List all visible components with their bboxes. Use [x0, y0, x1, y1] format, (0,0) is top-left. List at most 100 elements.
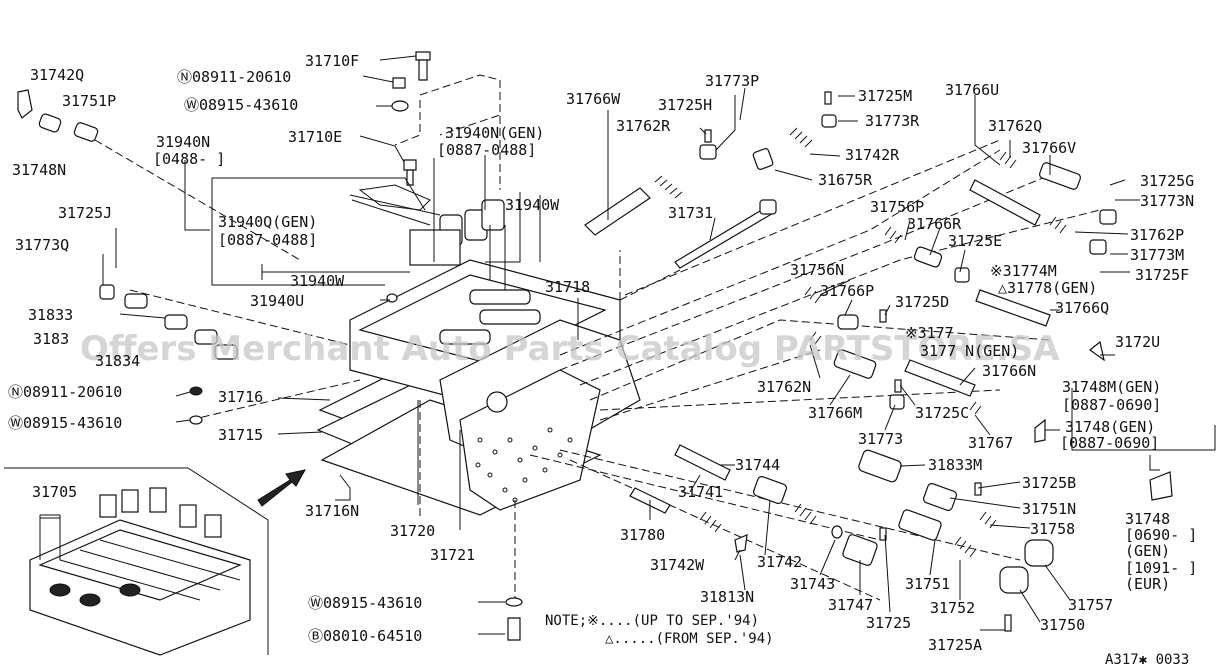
label-31940W-lower[interactable]: 31940W — [290, 272, 345, 290]
label-31766N[interactable]: 31766N — [982, 362, 1036, 380]
label-31705[interactable]: 31705 — [32, 483, 77, 501]
label-31773Q[interactable]: 31773Q — [15, 236, 69, 254]
label-31725D[interactable]: 31725D — [895, 293, 949, 311]
label-31940Q-code: [0887-0488] — [218, 231, 317, 249]
label-3177-upto[interactable]: ※3177 — [905, 324, 954, 342]
label-31773P[interactable]: 31773P — [705, 72, 759, 90]
label-31725M[interactable]: 31725M — [858, 87, 912, 105]
label-31762N[interactable]: 31762N — [757, 378, 811, 396]
label-31725B[interactable]: 31725B — [1022, 474, 1076, 492]
label-08915-43610-top[interactable]: Ⓦ08915-43610 — [184, 96, 298, 114]
label-31748N[interactable]: 31748N — [12, 161, 66, 179]
label-31766V[interactable]: 31766V — [1022, 139, 1076, 157]
label-31751P[interactable]: 31751P — [62, 92, 116, 110]
label-31752[interactable]: 31752 — [930, 599, 975, 617]
label-31710F[interactable]: 31710F — [305, 52, 359, 70]
label-31773N[interactable]: 31773N — [1140, 192, 1194, 210]
label-31940N-gen[interactable]: 31940N(GEN) — [445, 124, 544, 142]
label-31725J[interactable]: 31725J — [58, 204, 112, 222]
label-31762P[interactable]: 31762P — [1130, 226, 1184, 244]
label-31748-code-2: [1091- ] — [1125, 559, 1197, 577]
label-31762R[interactable]: 31762R — [616, 117, 671, 135]
label-08915-43610-mid[interactable]: Ⓦ08915-43610 — [8, 414, 122, 432]
label-31742W[interactable]: 31742W — [650, 556, 705, 574]
label-31813N[interactable]: 31813N — [700, 588, 754, 606]
spool-valves — [17, 51, 1173, 641]
label-31940Q[interactable]: 31940Q(GEN) — [218, 213, 317, 231]
label-31833M[interactable]: 31833M — [928, 456, 982, 474]
label-31725[interactable]: 31725 — [866, 614, 911, 632]
label-31751[interactable]: 31751 — [905, 575, 950, 593]
label-08010-64510[interactable]: Ⓑ08010-64510 — [308, 627, 422, 645]
label-08911-20610-mid[interactable]: Ⓝ08911-20610 — [8, 383, 122, 401]
watermark-text: Offers Merchant Auto Parts Catalog PARTS… — [80, 329, 1060, 369]
note-from-sep-94: △.....(FROM SEP.'94) — [605, 631, 774, 647]
label-31747[interactable]: 31747 — [828, 596, 873, 614]
label-31721[interactable]: 31721 — [430, 546, 475, 564]
label-31767[interactable]: 31767 — [968, 434, 1013, 452]
label-31940U[interactable]: 31940U — [250, 292, 304, 310]
label-3177N-gen[interactable]: 3177 N(GEN) — [920, 342, 1019, 360]
label-31744[interactable]: 31744 — [735, 456, 780, 474]
label-31675R[interactable]: 31675R — [818, 171, 873, 189]
label-31762Q[interactable]: 31762Q — [988, 117, 1042, 135]
label-31940N-code: [0488- ] — [153, 150, 225, 168]
label-31725F[interactable]: 31725F — [1135, 266, 1189, 284]
label-31725H[interactable]: 31725H — [658, 96, 712, 114]
label-31748-gen[interactable]: 31748(GEN) — [1065, 418, 1155, 436]
label-31766W[interactable]: 31766W — [566, 90, 621, 108]
label-31716[interactable]: 31716 — [218, 388, 263, 406]
label-31940N[interactable]: 31940N — [156, 133, 210, 151]
label-31750[interactable]: 31750 — [1040, 616, 1085, 634]
label-31742Q[interactable]: 31742Q — [30, 66, 84, 84]
label-31766P[interactable]: 31766P — [820, 282, 874, 300]
label-31725E[interactable]: 31725E — [948, 232, 1002, 250]
label-31766M[interactable]: 31766M — [808, 404, 862, 422]
label-31833[interactable]: 31833 — [28, 306, 73, 324]
label-31748-gen-code: [0887-0690] — [1060, 434, 1159, 452]
leader-lines — [39, 55, 1216, 635]
label-31725A[interactable]: 31725A — [928, 636, 982, 654]
label-31780[interactable]: 31780 — [620, 526, 665, 544]
label-31715[interactable]: 31715 — [218, 426, 263, 444]
label-31748-eur-tag: (EUR) — [1125, 575, 1170, 593]
label-31756P[interactable]: 31756P — [870, 198, 924, 216]
label-31748M-gen[interactable]: 31748M(GEN) — [1062, 378, 1161, 396]
label-08915-43610-bottom[interactable]: Ⓦ08915-43610 — [308, 594, 422, 612]
label-31756N[interactable]: 31756N — [790, 261, 844, 279]
label-31720[interactable]: 31720 — [390, 522, 435, 540]
label-31725G[interactable]: 31725G — [1140, 172, 1194, 190]
label-31742[interactable]: 31742 — [757, 553, 802, 571]
label-3183[interactable]: 3183 — [33, 330, 69, 348]
label-31743[interactable]: 31743 — [790, 575, 835, 593]
label-31716N[interactable]: 31716N — [305, 502, 359, 520]
explode-lines — [94, 74, 1101, 601]
label-31748M-code: [0887-0690] — [1062, 396, 1161, 414]
label-31766R[interactable]: 31766R — [907, 215, 962, 233]
separator-holes — [475, 427, 573, 503]
label-08911-20610-top[interactable]: Ⓝ08911-20610 — [177, 68, 291, 86]
label-31778-gen[interactable]: △31778(GEN) — [998, 279, 1097, 297]
label-31766Q[interactable]: 31766Q — [1055, 299, 1109, 317]
label-31766U[interactable]: 31766U — [945, 81, 999, 99]
label-31773M[interactable]: 31773M — [1130, 246, 1184, 264]
label-31940W-upper[interactable]: 31940W — [505, 196, 560, 214]
label-31940N-gen-code: [0887-0488] — [437, 141, 536, 159]
label-31773R[interactable]: 31773R — [865, 112, 920, 130]
label-31741[interactable]: 31741 — [678, 483, 723, 501]
label-31731[interactable]: 31731 — [668, 204, 713, 222]
label-31710E[interactable]: 31710E — [288, 128, 342, 146]
label-31834[interactable]: 31834 — [95, 352, 140, 370]
label-31718[interactable]: 31718 — [545, 278, 590, 296]
label-31748[interactable]: 31748 — [1125, 510, 1170, 528]
label-31773[interactable]: 31773 — [858, 430, 903, 448]
label-3172U[interactable]: 3172U — [1115, 333, 1160, 351]
diagram-code: A317✱ 0033 — [1105, 652, 1189, 668]
label-31774M[interactable]: ※31774M — [990, 262, 1057, 280]
label-31742R[interactable]: 31742R — [845, 146, 900, 164]
label-31725C[interactable]: 31725C — [915, 404, 969, 422]
label-31757[interactable]: 31757 — [1068, 596, 1113, 614]
label-31758[interactable]: 31758 — [1030, 520, 1075, 538]
label-31751N[interactable]: 31751N — [1022, 500, 1076, 518]
